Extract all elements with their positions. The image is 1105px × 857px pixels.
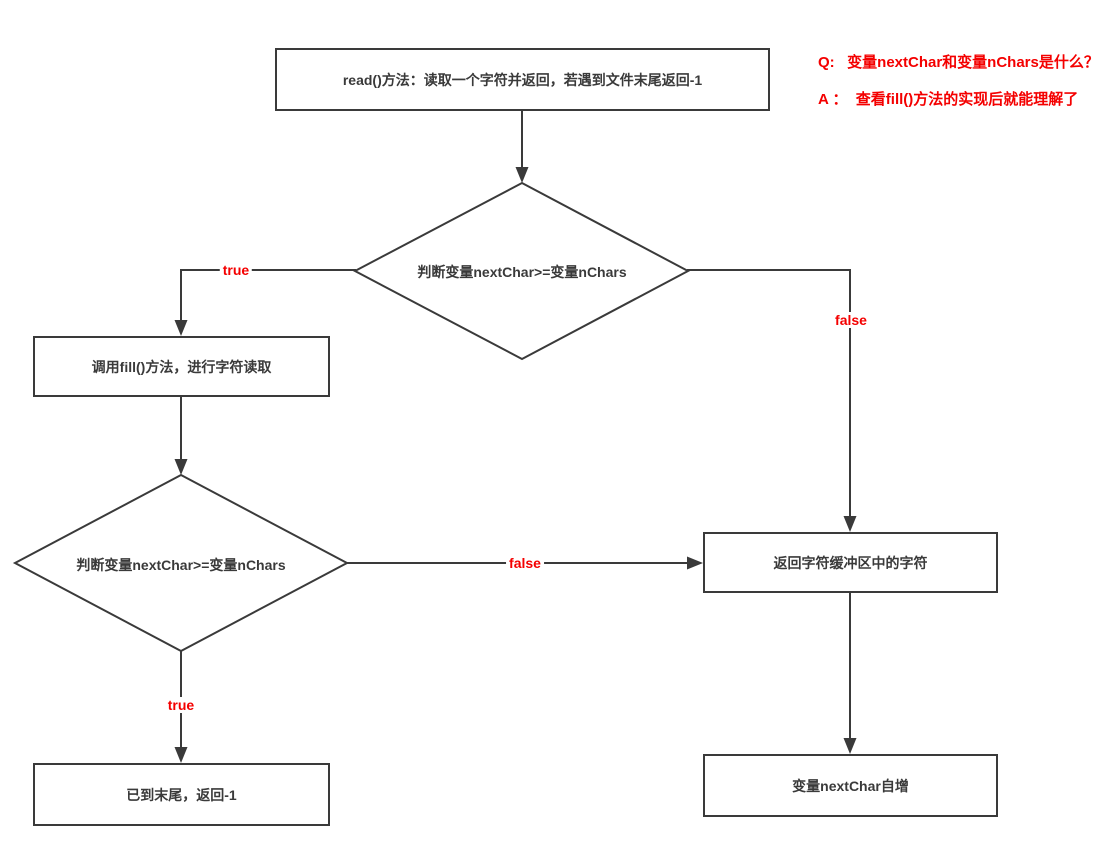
decision1-diamond-shape bbox=[352, 181, 691, 361]
node-return-char-label: 返回字符缓冲区中的字符 bbox=[773, 554, 928, 571]
arrowhead-into-eof-box bbox=[174, 747, 188, 763]
node-eof-return: 已到末尾，返回-1 bbox=[33, 763, 330, 826]
node-eof-return-label: 已到末尾，返回-1 bbox=[126, 786, 237, 803]
node-call-fill: 调用fill()方法，进行字符读取 bbox=[33, 336, 330, 397]
node-increment-label: 变量nextChar自增 bbox=[792, 777, 909, 794]
arrowhead-into-increment-box bbox=[843, 738, 857, 754]
node-call-fill-label: 调用fill()方法，进行字符读取 bbox=[91, 358, 272, 375]
edge-label-decision1-true: true bbox=[219, 262, 253, 278]
arrowhead-into-decision2 bbox=[174, 459, 188, 475]
node-increment: 变量nextChar自增 bbox=[703, 754, 998, 817]
decision2-diamond-shape bbox=[12, 473, 350, 653]
annotation-answer: A ： 查看fill()方法的实现后就能理解了 bbox=[818, 91, 1079, 108]
edge-label-decision1-false: false bbox=[832, 312, 870, 328]
node-return-char: 返回字符缓冲区中的字符 bbox=[703, 532, 998, 593]
arrowhead-into-decision1 bbox=[515, 167, 529, 183]
annotation-question: Q: 变量nextChar和变量nChars是什么？ bbox=[818, 54, 1099, 71]
arrowhead-into-fill-box bbox=[174, 320, 188, 336]
edge-label-decision2-false: false bbox=[506, 555, 544, 571]
arrowhead-into-return-box-top bbox=[843, 516, 857, 532]
edge-label-decision2-true: true bbox=[164, 697, 198, 713]
node-read-method: read()方法：读取一个字符并返回，若遇到文件末尾返回-1 bbox=[275, 48, 770, 111]
arrowhead-into-return-box-left bbox=[687, 556, 703, 570]
node-read-method-label: read()方法：读取一个字符并返回，若遇到文件末尾返回-1 bbox=[342, 71, 703, 88]
